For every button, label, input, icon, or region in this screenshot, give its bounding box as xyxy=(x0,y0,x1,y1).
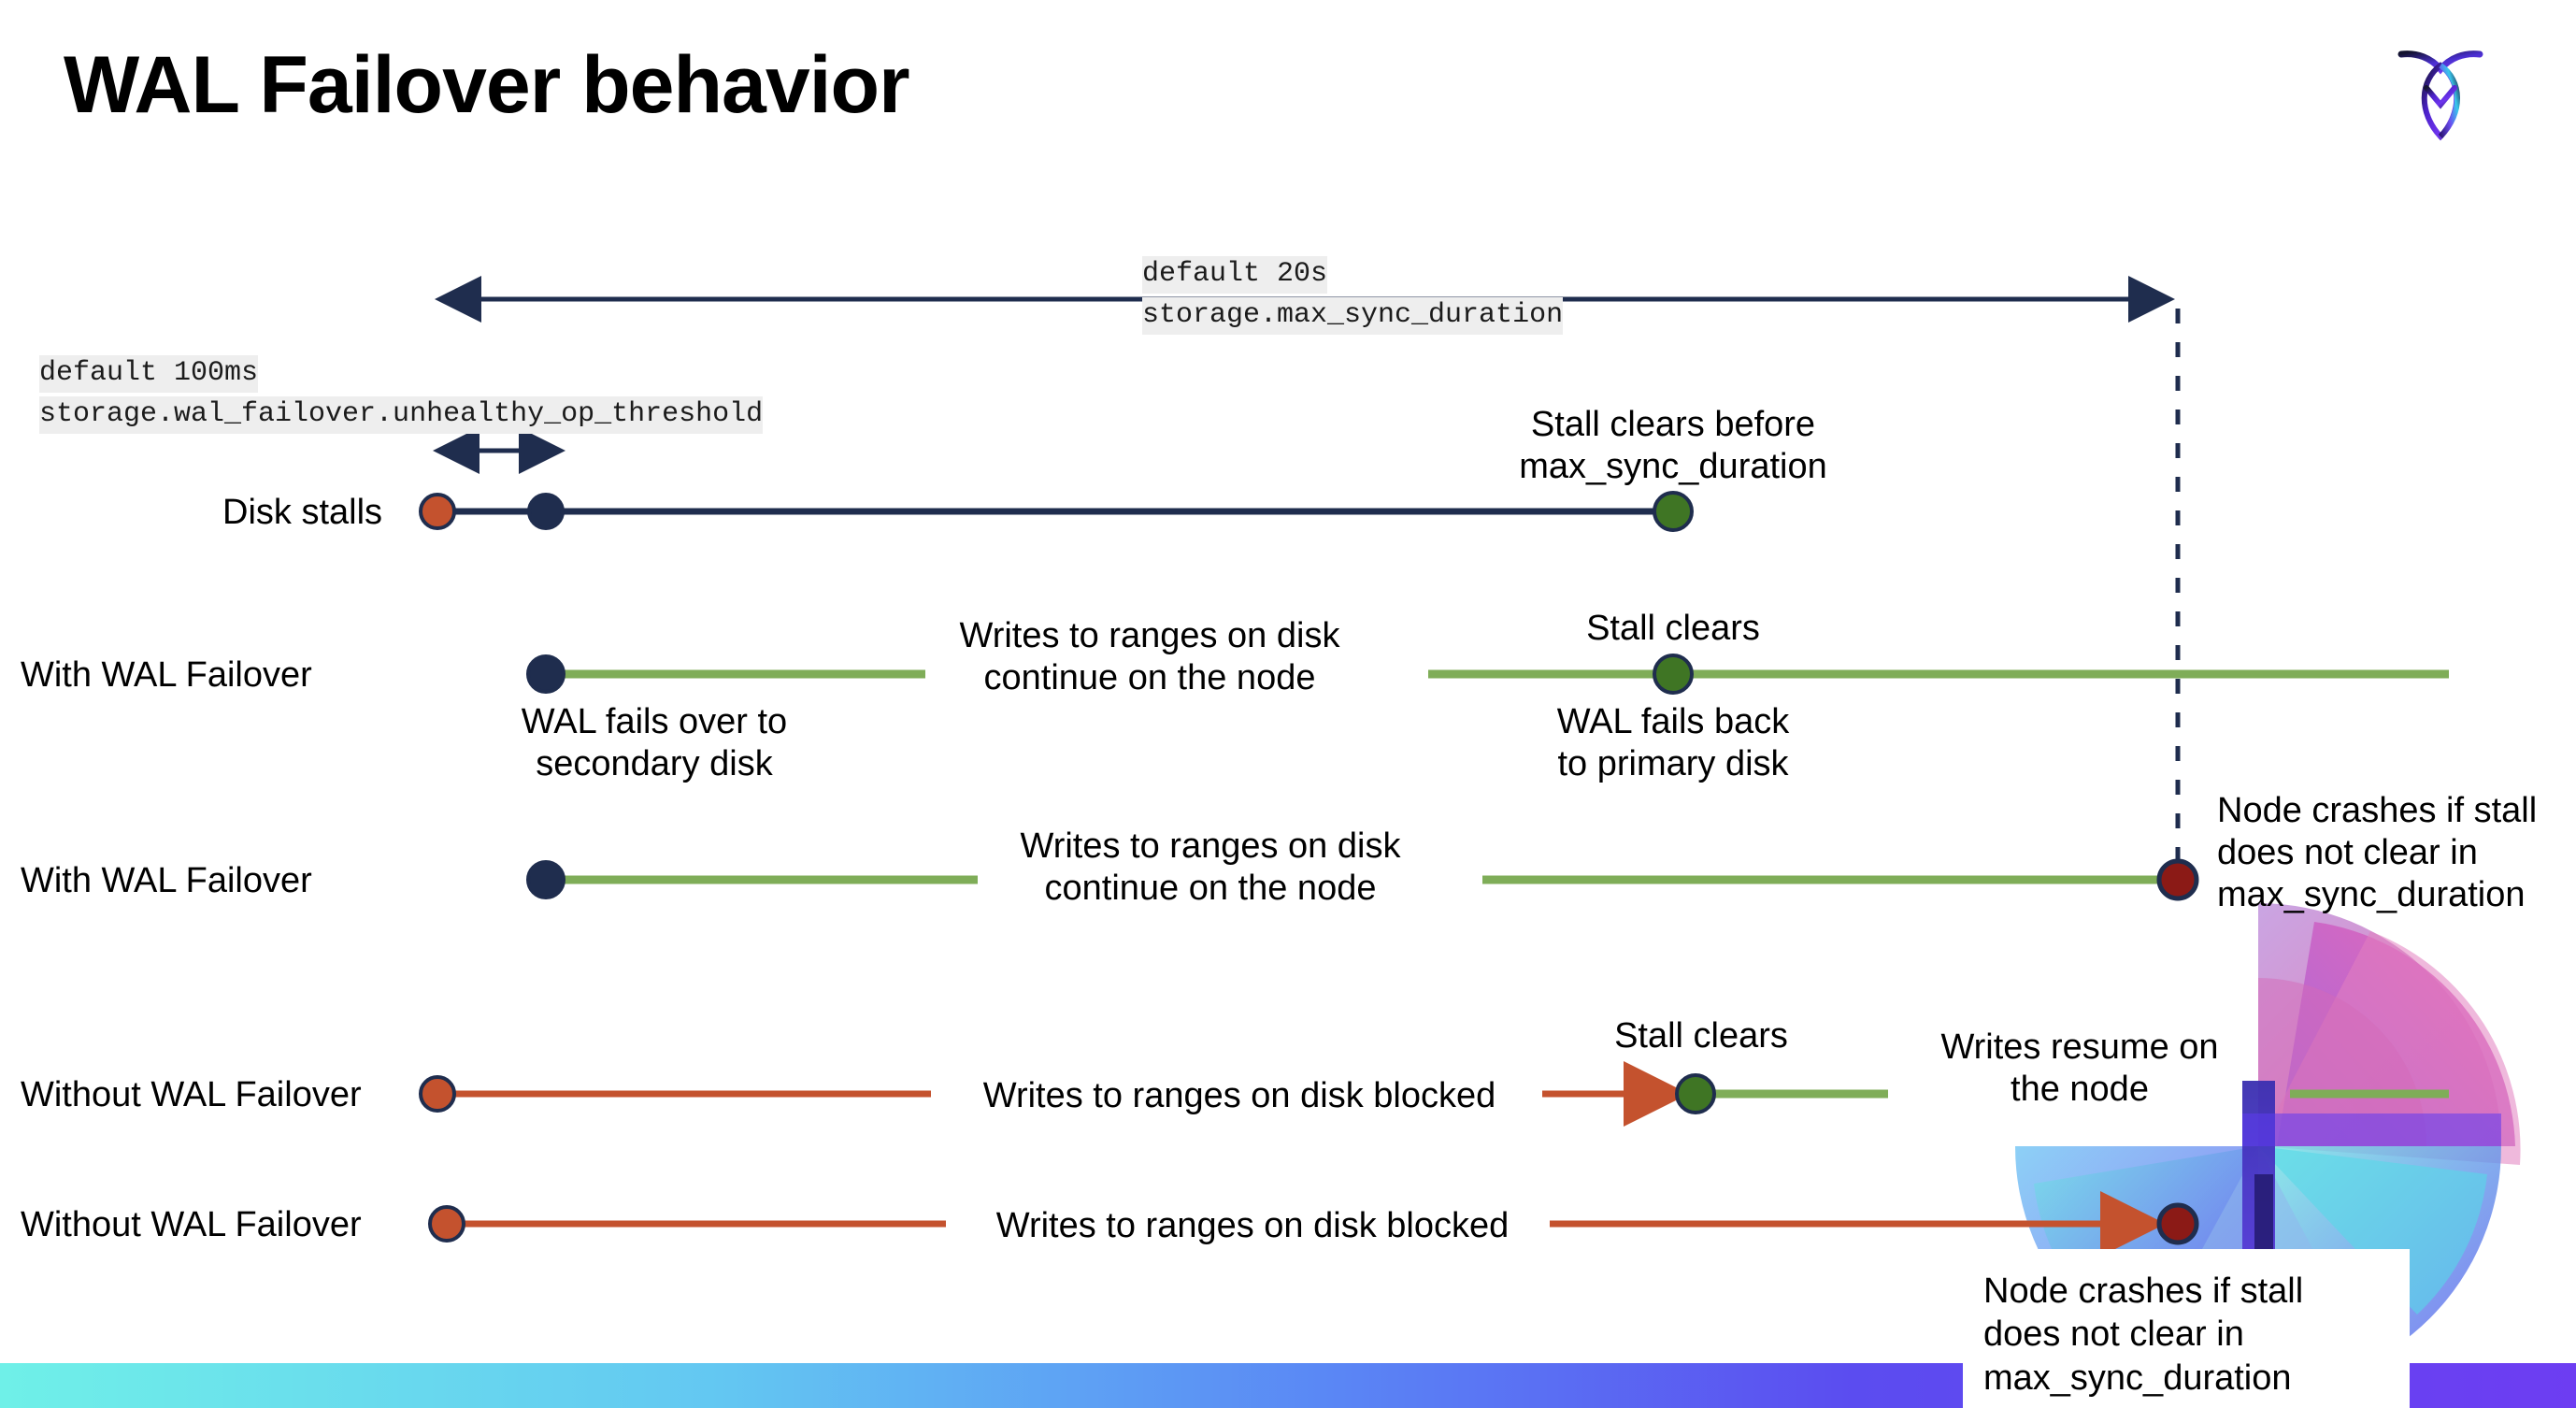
row-with-wal-failover-2-track xyxy=(526,858,2199,901)
annotation-wal-fails-back: WAL fails back to primary disk xyxy=(1556,702,1790,783)
stall-start-marker xyxy=(419,1075,456,1113)
stall-start-marker xyxy=(428,1205,465,1243)
failover-marker xyxy=(527,493,565,530)
annotation-stall-clears-row4: Stall clears xyxy=(1614,1016,1788,1056)
row-label-with-wal-failover-1: With WAL Failover xyxy=(21,655,312,695)
stall-clear-marker xyxy=(1675,1073,1716,1114)
node-crash-marker xyxy=(2156,858,2199,901)
stall-clear-marker xyxy=(1653,654,1694,695)
max-sync-duration-default-chip: default 20s xyxy=(1142,256,1328,294)
unhealthy-op-threshold-setting-chip: storage.wal_failover.unhealthy_op_thresh… xyxy=(39,396,764,434)
annotation-node-crashes-row3: Node crashes if stall does not clear in … xyxy=(2217,791,2538,914)
row-disk-stalls-track xyxy=(419,491,1694,532)
cockroachdb-logo xyxy=(2389,34,2492,155)
annotation-writes-continue-2: Writes to ranges on disk continue on the… xyxy=(1020,826,1401,908)
row-without-wal-failover-1-track xyxy=(419,1061,2449,1127)
node-crash-marker xyxy=(2156,1202,2199,1245)
max-sync-duration-setting-chip: storage.max_sync_duration xyxy=(1142,297,1564,335)
row-label-disk-stalls: Disk stalls xyxy=(222,493,383,532)
annotation-writes-blocked-2: Writes to ranges on disk blocked xyxy=(995,1206,1510,1245)
annotation-node-crashes-row5: Node crashes if stall does not clear in … xyxy=(1963,1249,2410,1408)
failover-marker xyxy=(526,654,565,694)
annotation-stall-clears-before-max-sync: Stall clears before max_sync_duration xyxy=(1519,405,1827,486)
annotation-writes-blocked-1: Writes to ranges on disk blocked xyxy=(982,1076,1496,1115)
row-label-without-wal-failover-1: Without WAL Failover xyxy=(21,1075,362,1114)
row-label-with-wal-failover-2: With WAL Failover xyxy=(21,861,312,900)
row-label-without-wal-failover-2: Without WAL Failover xyxy=(21,1205,362,1244)
row-without-wal-failover-2-track xyxy=(428,1191,2199,1257)
failover-marker xyxy=(526,860,565,899)
unhealthy-op-threshold-default-chip: default 100ms xyxy=(39,355,259,393)
page-title: WAL Failover behavior xyxy=(64,40,910,130)
stall-start-marker xyxy=(419,493,456,530)
annotation-writes-resume: Writes resume on the node xyxy=(1940,1027,2219,1109)
stall-clear-marker xyxy=(1653,491,1694,532)
annotation-wal-fails-over: WAL fails over to secondary disk xyxy=(521,702,788,783)
row-with-wal-failover-1-track xyxy=(526,654,2449,695)
annotation-stall-clears-row2: Stall clears xyxy=(1586,609,1760,648)
annotation-writes-continue-1: Writes to ranges on disk continue on the… xyxy=(959,616,1340,697)
